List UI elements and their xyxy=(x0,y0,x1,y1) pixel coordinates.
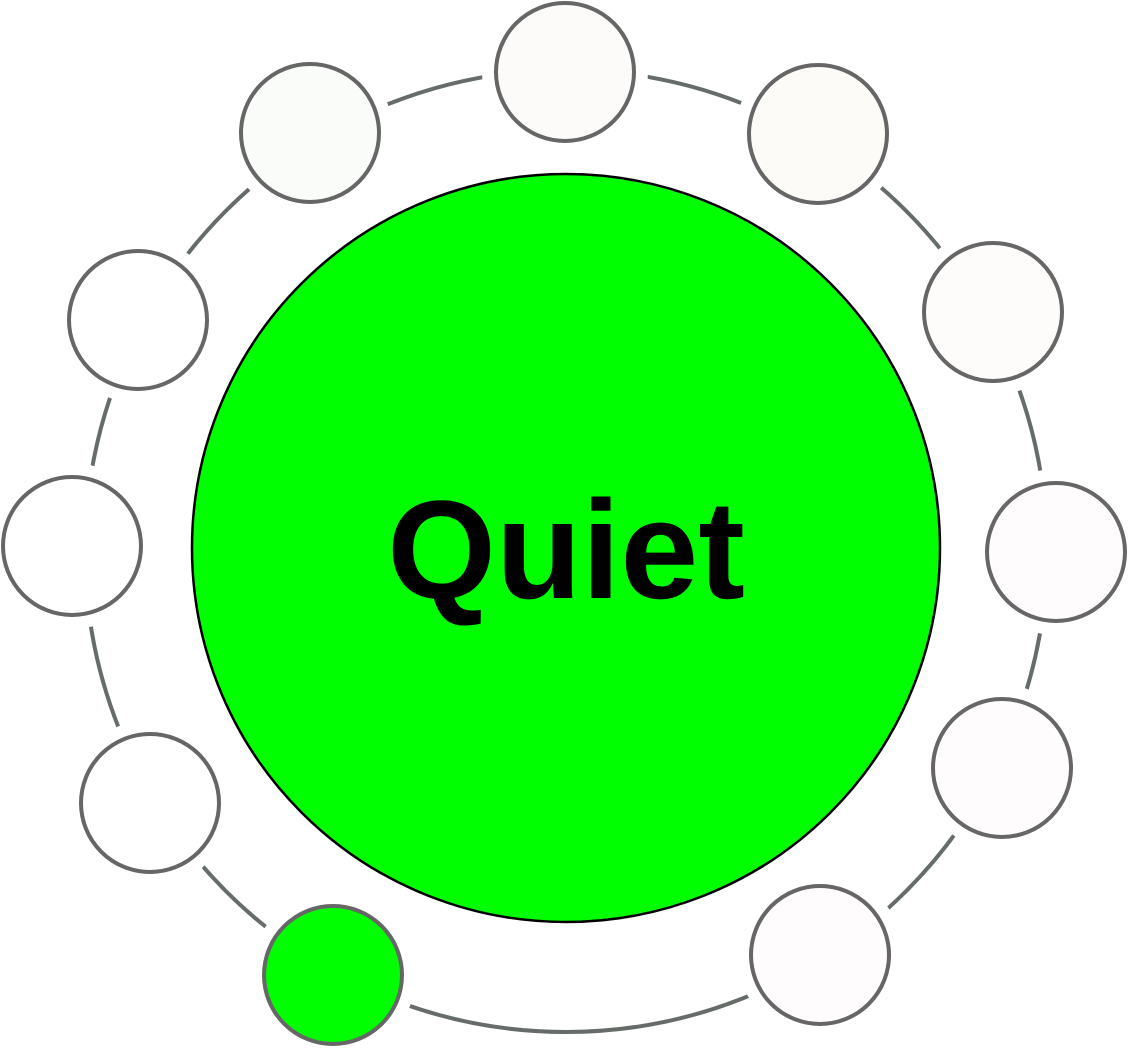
center-label: Quiet xyxy=(387,471,745,628)
ring-node-7 xyxy=(250,892,416,1048)
ring-node-circle xyxy=(922,241,1064,383)
ring-node-circle xyxy=(985,481,1127,623)
ring-node-3 xyxy=(910,229,1076,395)
ring-node-circle xyxy=(749,884,891,1026)
center-node: Quiet xyxy=(190,172,942,924)
ring-node-8 xyxy=(67,720,233,886)
ring-node-circle xyxy=(1,475,143,617)
ring-node-circle xyxy=(239,62,381,204)
ring-node-active xyxy=(262,904,404,1046)
ring-node-circle xyxy=(494,1,636,143)
ring-node-circle xyxy=(79,732,221,874)
ring-node-1 xyxy=(482,0,648,155)
ring-node-6 xyxy=(737,872,903,1038)
ring-node-11 xyxy=(227,50,393,216)
ring-node-10 xyxy=(55,237,221,403)
ring-node-4 xyxy=(973,469,1129,635)
center-circle xyxy=(190,172,942,924)
ring-node-circle xyxy=(747,63,889,205)
ring-node-circle xyxy=(67,249,209,391)
ring-node-9 xyxy=(0,463,155,629)
ring-node-circle xyxy=(931,697,1073,839)
ring-node-2 xyxy=(735,51,901,217)
ring-node-5 xyxy=(919,685,1085,851)
